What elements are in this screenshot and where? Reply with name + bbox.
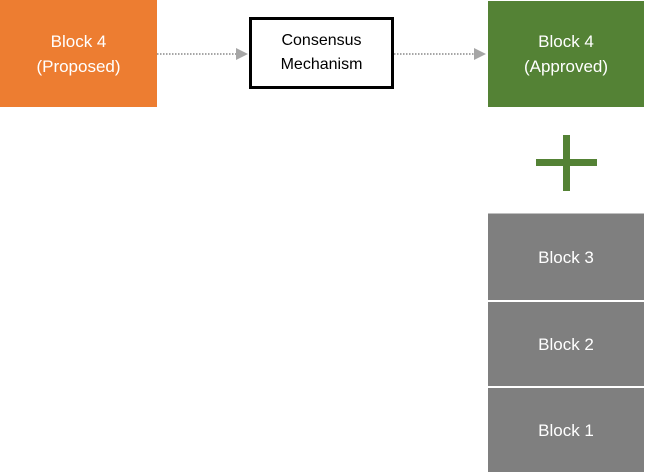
proposed-block: Block 4 (Proposed)	[0, 0, 157, 107]
plus-icon	[536, 135, 597, 191]
chain-block-3: Block 3	[488, 213, 644, 300]
consensus-label-line1: Consensus	[281, 32, 362, 49]
consensus-mechanism-box: Consensus Mechanism	[249, 17, 394, 89]
chain-divider	[488, 386, 644, 388]
approved-block: Block 4 (Approved)	[488, 1, 644, 107]
chain-block-2: Block 2	[488, 302, 644, 386]
proposed-block-title: Block 4	[50, 31, 107, 51]
chain-block-label: Block 3	[538, 247, 594, 267]
arrow-icon	[394, 48, 486, 60]
arrow-icon	[157, 48, 248, 60]
chain-divider	[488, 300, 644, 302]
chain-block-label: Block 1	[538, 420, 594, 440]
consensus-label-line2: Mechanism	[280, 56, 363, 73]
approved-block-title: Block 4	[538, 32, 594, 51]
chain-block-1: Block 1	[488, 388, 644, 472]
chain-block-label: Block 2	[538, 334, 594, 354]
proposed-block-status: (Proposed)	[36, 56, 121, 76]
approved-block-status: (Approved)	[523, 57, 609, 76]
